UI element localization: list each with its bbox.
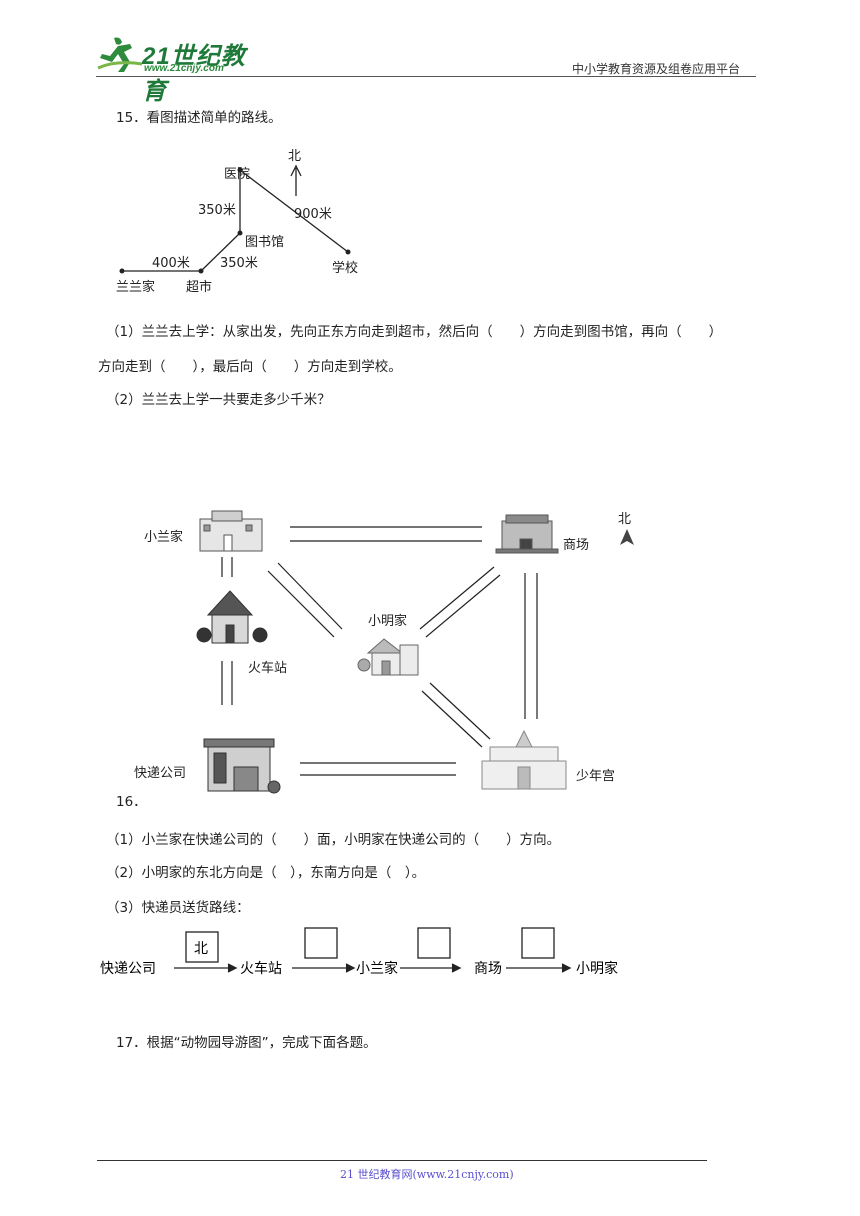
- xiaolan-home-label: 小兰家: [144, 529, 183, 545]
- q16-part3: （3）快递员送货路线：: [106, 900, 250, 916]
- express-label: 快递公司: [134, 766, 186, 781]
- q15-library-label: 图书馆: [245, 235, 284, 250]
- footer-divider: [97, 1160, 707, 1161]
- q16-north-label: 北: [618, 512, 631, 527]
- q15-route-map: 北 医院 350米 900米 图书馆 400米 350米 学校 兰兰家 超市: [116, 149, 358, 295]
- q16-part1: （1）小兰家在快递公司的（ ）面，小明家在快递公司的（ ）方向。: [106, 832, 561, 848]
- q15-distance-home-market: 400米: [152, 256, 190, 271]
- q15-distance-library-hospital: 350米: [198, 203, 236, 218]
- route-stop-xiaoming: 小明家: [576, 960, 618, 977]
- route-box-3: [417, 927, 451, 959]
- q15-distance-market-library: 350米: [220, 256, 258, 271]
- station-label: 火车站: [248, 660, 287, 676]
- palace-building-icon: [481, 729, 567, 790]
- header-divider: [96, 76, 756, 77]
- q15-part1-line2: 方向走到（ ），最后向（ ）方向走到学校。: [98, 359, 402, 375]
- delivery-route-diagram: 北 快递公司 火车站 小兰家 商场 小明家: [100, 927, 618, 977]
- q15-title: 15．看图描述简单的路线。: [116, 110, 282, 126]
- route-stop-station: 火车站: [240, 960, 282, 977]
- logo-url-text: www.21cnjy.com: [144, 63, 224, 74]
- logo-main-text: 21世纪教育: [142, 43, 246, 105]
- north-arrow-icon: [620, 529, 634, 545]
- q16-part2: （2）小明家的东北方向是（ ），东南方向是（ ）。: [106, 865, 426, 881]
- footer-text: 21 世纪教育网(www.21cnjy.com): [340, 1168, 514, 1181]
- q15-north-label: 北: [288, 149, 301, 164]
- route-stop-mall: 商场: [474, 961, 502, 977]
- xiaolan-home-building-icon: [199, 510, 263, 552]
- q15-hospital-label: 医院: [224, 167, 250, 182]
- route-box-1: [185, 931, 219, 963]
- palace-label: 少年宫: [576, 769, 615, 784]
- route-stop-express: 快递公司: [100, 961, 156, 977]
- route-stop-xiaolan: 小兰家: [356, 960, 398, 977]
- route-box-4: [521, 927, 555, 959]
- express-building-icon: [203, 738, 281, 794]
- mall-label: 商场: [563, 538, 589, 553]
- platform-name: 中小学教育资源及组卷应用平台: [572, 62, 741, 76]
- site-logo: 21世纪教育 www.21cnjy.com: [96, 34, 266, 105]
- xiaoming-home-label: 小明家: [368, 613, 407, 629]
- q16-location-map: 小兰家 商场 北 火车站 小明家 快递公司: [134, 510, 634, 794]
- runner-logo-icon: [97, 37, 143, 72]
- q15-part2: （2）兰兰去上学一共要走多少千米？: [106, 392, 331, 408]
- station-building-icon: [196, 590, 268, 644]
- xiaoming-home-building-icon: [357, 638, 419, 676]
- q15-distance-hospital-school: 900米: [294, 207, 332, 222]
- q15-home-label: 兰兰家: [116, 279, 155, 295]
- q16-number: 16．: [116, 794, 147, 810]
- q17-title: 17．根据“动物园导游图”，完成下面各题。: [116, 1035, 377, 1051]
- q15-market-label: 超市: [186, 279, 212, 295]
- q15-school-label: 学校: [332, 260, 358, 276]
- route-box-2: [304, 927, 338, 959]
- mall-building-icon: [495, 514, 559, 554]
- q15-part1-line1: （1）兰兰去上学：从家出发，先向正东方向走到超市，然后向（ ）方向走到图书馆，再…: [106, 324, 723, 340]
- route-box-1-label: 北: [194, 941, 208, 957]
